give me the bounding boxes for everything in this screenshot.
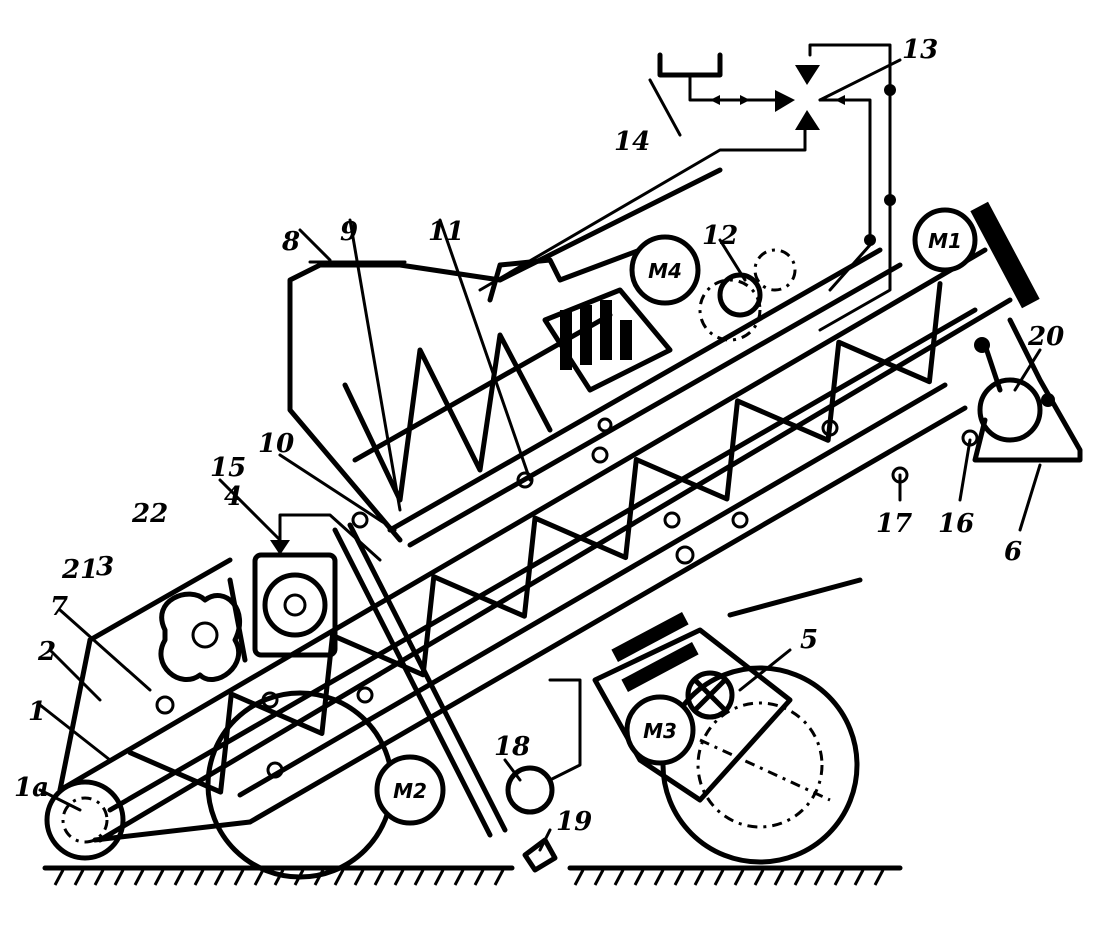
label-5: 5 xyxy=(800,625,818,655)
auger-screw xyxy=(107,281,978,813)
label-3: 3 xyxy=(96,552,114,582)
label-1a: 1a xyxy=(14,773,49,803)
chain-drive-12 xyxy=(698,248,797,342)
label-16: 16 xyxy=(938,509,974,539)
label-7: 7 xyxy=(50,592,68,622)
leader-lines xyxy=(38,58,1042,852)
nose-roller xyxy=(44,779,126,861)
label-6: 6 xyxy=(1004,537,1022,567)
label-12: 12 xyxy=(702,221,738,251)
label-2: 2 xyxy=(37,637,56,667)
label-10: 10 xyxy=(258,429,294,459)
motor-m2-label: M2 xyxy=(393,779,427,803)
pump-18 xyxy=(505,678,582,873)
label-19: 19 xyxy=(556,807,592,837)
label-22: 22 xyxy=(131,499,168,529)
label-18: 18 xyxy=(494,732,530,762)
label-21: 21 xyxy=(61,555,98,585)
hydraulic-lines xyxy=(478,43,896,332)
label-14: 14 xyxy=(614,127,650,157)
support-6 xyxy=(972,317,1083,463)
motor-m1-label: M1 xyxy=(928,229,962,253)
ground xyxy=(42,865,903,886)
callout-labels: 1 1a 2 3 4 5 6 7 8 9 10 11 12 13 14 15 1… xyxy=(14,35,1064,837)
motor-m2: M2 xyxy=(374,754,446,826)
pump-4 xyxy=(252,552,338,658)
tensioner-m1 xyxy=(970,201,1040,309)
motor-m4: M4 xyxy=(629,234,701,306)
traction-drive xyxy=(592,577,863,803)
front-wheel xyxy=(660,665,860,865)
lift-cylinder xyxy=(270,513,508,838)
main-boom xyxy=(57,247,1013,843)
label-17: 17 xyxy=(876,509,912,539)
motor-m4-label: M4 xyxy=(648,259,682,283)
drive-unit-3 xyxy=(158,577,248,683)
label-1: 1 xyxy=(28,697,46,727)
gearbox xyxy=(487,247,673,393)
label-4: 4 xyxy=(224,482,242,512)
hopper xyxy=(287,167,903,548)
motor-m1: M1 xyxy=(912,207,978,273)
label-11: 11 xyxy=(428,217,464,247)
label-8: 8 xyxy=(281,227,300,257)
motor-m3: M3 xyxy=(624,694,696,766)
motor-m3-label: M3 xyxy=(643,719,677,743)
label-9: 9 xyxy=(340,217,358,247)
label-20: 20 xyxy=(1027,322,1064,352)
label-15: 15 xyxy=(210,453,246,483)
label-13: 13 xyxy=(902,35,938,65)
